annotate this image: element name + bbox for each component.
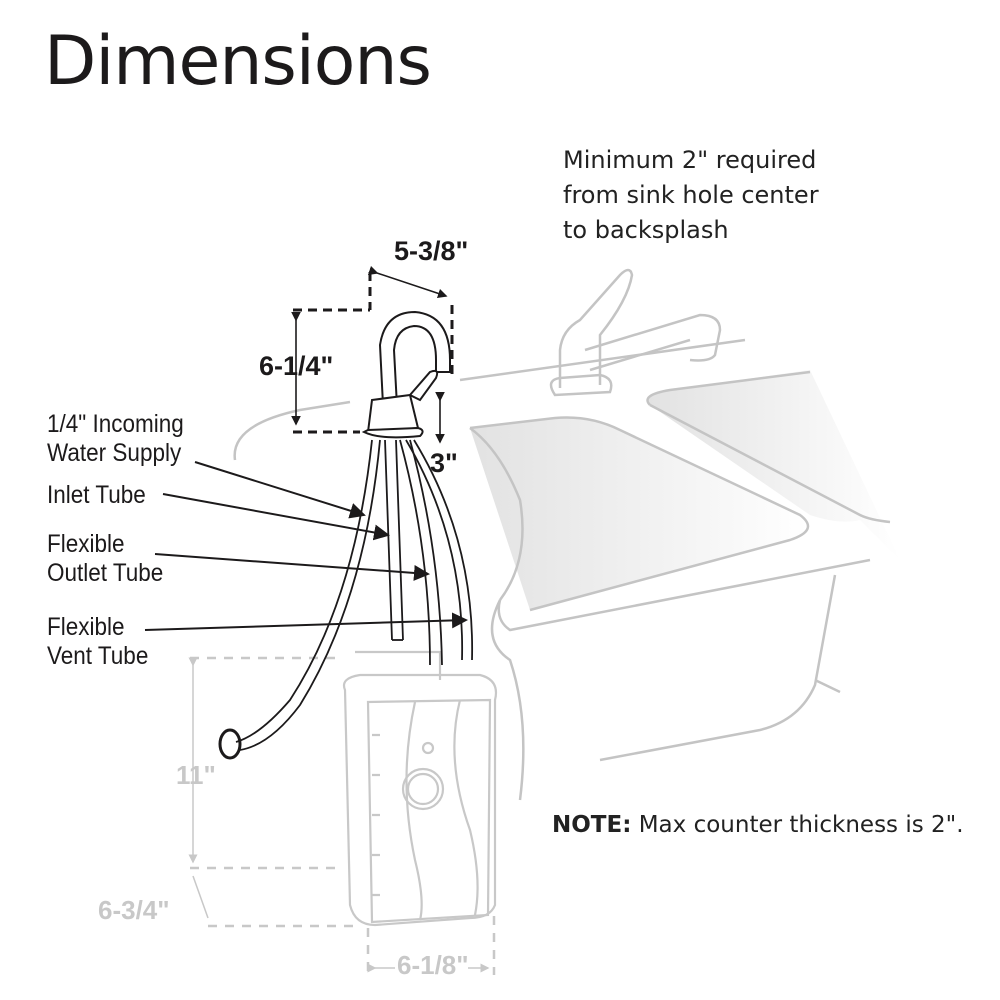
spout-clearance-dimension: 3" <box>430 448 458 478</box>
backsplash-note-line1: Minimum 2" required <box>563 146 817 174</box>
spout-reach-dimension: 5-3/8" <box>394 236 469 266</box>
faucet-height-dimension: 6-1/4" <box>259 351 334 381</box>
callout-flexible-outlet-tube: Flexible Outlet Tube <box>47 530 164 587</box>
backsplash-note-line2: from sink hole center <box>563 181 819 209</box>
callout-incoming-water-supply: 1/4" Incoming Water Supply <box>47 410 184 467</box>
tank-depth-dimension: 6-3/4" <box>98 895 170 925</box>
tank-height-dimension: 11" <box>176 760 216 790</box>
page-title: Dimensions <box>44 22 432 101</box>
counter-thickness-note: NOTE: Max counter thickness is 2". <box>552 812 964 838</box>
note-text: Max counter thickness is 2". <box>631 812 964 838</box>
callout-arrows <box>144 461 468 631</box>
backsplash-note-line3: to backsplash <box>563 216 729 244</box>
sink-illustration <box>233 268 900 801</box>
backsplash-note: Minimum 2" required from sink hole cente… <box>563 143 819 248</box>
hot-water-faucet <box>361 310 451 439</box>
tank-width-dimension: 6-1/8" <box>397 950 469 980</box>
callout-inlet-tube: Inlet Tube <box>47 481 146 509</box>
tank-dimension-lines <box>190 656 496 975</box>
callout-flexible-vent-tube: Flexible Vent Tube <box>47 613 149 670</box>
water-heater-tank <box>342 650 498 927</box>
note-prefix: NOTE: <box>552 812 632 838</box>
